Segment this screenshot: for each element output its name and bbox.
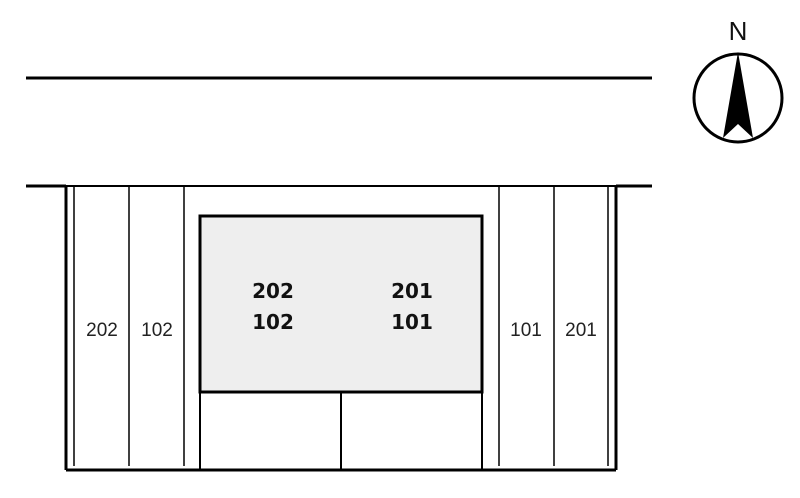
north-arrow-icon bbox=[723, 52, 753, 138]
parking-slot-label: 102 bbox=[141, 320, 173, 341]
unit-label: 202 bbox=[252, 279, 294, 303]
north-compass-icon: N bbox=[692, 16, 784, 144]
building-entrance-boxes bbox=[199, 392, 483, 470]
parking-dividers-left bbox=[73, 186, 185, 466]
unit-label: 101 bbox=[391, 310, 433, 334]
parking-slot-label: 101 bbox=[510, 320, 542, 341]
north-label: N bbox=[729, 16, 748, 46]
unit-label: 102 bbox=[252, 310, 294, 334]
parking-slot-label: 201 bbox=[565, 320, 597, 341]
building bbox=[198, 214, 484, 394]
parking-slot-label: 202 bbox=[86, 320, 118, 341]
unit-label: 201 bbox=[391, 279, 433, 303]
parking-dividers-right bbox=[498, 186, 609, 466]
